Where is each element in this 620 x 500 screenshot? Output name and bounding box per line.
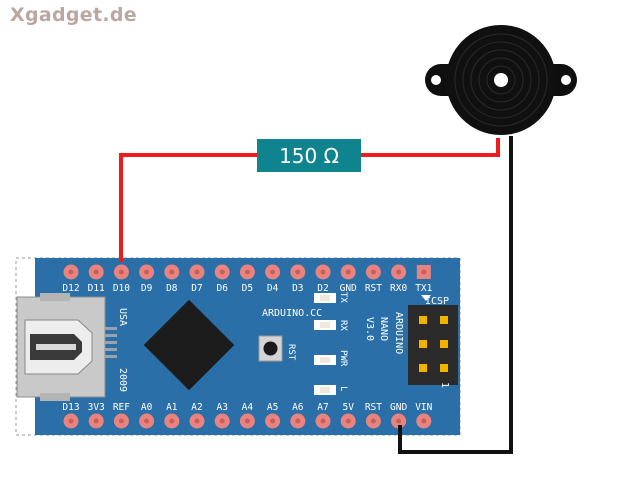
model-line-3: V3.0 <box>364 317 375 341</box>
top-pin-hole-10 <box>320 269 326 275</box>
bottom-pin-hole-0 <box>68 418 74 424</box>
top-pin-hole-5 <box>194 269 200 275</box>
led-l <box>314 385 336 395</box>
bottom-pin-label-7: A4 <box>242 402 254 413</box>
bottom-pin-hole-4 <box>169 418 175 424</box>
ground-wire <box>398 136 513 454</box>
top-pin-hole-4 <box>169 269 175 275</box>
resistor: 150 Ω <box>257 139 361 172</box>
led-label-tx: TX <box>338 292 348 303</box>
icsp-label: ICSP <box>425 296 449 307</box>
top-pin-label-4: D8 <box>166 283 178 294</box>
led-tx <box>314 293 336 303</box>
bottom-pin-hole-7 <box>244 418 250 424</box>
top-pin-hole-1 <box>93 269 99 275</box>
top-pin-label-10: D2 <box>317 283 328 294</box>
led-label-l: L <box>338 386 348 391</box>
icsp-header <box>408 305 458 385</box>
bottom-pin-label-8: A5 <box>267 402 278 413</box>
top-pin-hole-11 <box>345 269 351 275</box>
bottom-pin-label-1: 3V3 <box>88 402 105 413</box>
site-brand: Xgadget.de <box>10 4 137 26</box>
bottom-pin-hole-8 <box>270 418 276 424</box>
top-pin-label-11: GND <box>340 283 357 294</box>
top-pin-label-3: D9 <box>141 283 153 294</box>
microcontroller-chip <box>143 299 235 391</box>
reset-button[interactable] <box>258 335 283 362</box>
piezo-buzzer <box>425 25 577 135</box>
bottom-pin-hole-5 <box>194 418 200 424</box>
top-pin-label-12: RST <box>365 283 382 294</box>
bottom-pin-hole-13 <box>396 418 402 424</box>
resistor-label: 150 Ω <box>279 144 339 168</box>
bottom-pin-label-6: A3 <box>216 402 227 413</box>
arduino-nano-board <box>35 258 460 435</box>
board-year-label: 2009 <box>117 368 128 392</box>
top-pin-hole-13 <box>396 269 402 275</box>
bottom-pin-label-9: A6 <box>292 402 304 413</box>
bottom-pin-label-12: RST <box>365 402 382 413</box>
bottom-pin-hole-10 <box>320 418 326 424</box>
bottom-pin-header: D13 3V3 REF A0 A1 A2 A3 A4 A5 A6 A7 5V RST GND VIN <box>62 402 433 429</box>
top-pin-hole-12 <box>370 269 376 275</box>
top-pin-hole-7 <box>244 269 250 275</box>
top-pin-label-7: D5 <box>242 283 253 294</box>
top-pin-hole-6 <box>219 269 225 275</box>
top-pin-hole-8 <box>270 269 276 275</box>
bottom-pin-label-4: A1 <box>166 402 178 413</box>
usb-country-label: USA <box>117 308 128 326</box>
top-pin-label-2: D10 <box>113 283 130 294</box>
bottom-pin-hole-9 <box>295 418 301 424</box>
led-label-pwr: PWR <box>338 350 348 367</box>
icsp-pin-label: 1 <box>439 382 450 388</box>
bottom-pin-hole-3 <box>144 418 150 424</box>
model-line-1: ARDUINO <box>393 312 404 354</box>
bottom-pin-hole-2 <box>118 418 124 424</box>
bottom-pin-hole-1 <box>93 418 99 424</box>
bottom-pin-label-0: D13 <box>62 402 79 413</box>
model-line-2: NANO <box>378 317 389 341</box>
bottom-pin-label-11: 5V <box>342 402 354 413</box>
bottom-pin-hole-6 <box>219 418 225 424</box>
top-pin-label-9: D3 <box>292 283 303 294</box>
top-pin-hole-3 <box>144 269 150 275</box>
top-pin-hole-2 <box>118 269 124 275</box>
bottom-pin-hole-14 <box>421 418 427 424</box>
bottom-pin-label-14: VIN <box>415 402 432 413</box>
top-pin-hole-0 <box>68 269 74 275</box>
led-label-rx: RX <box>338 320 348 331</box>
top-pin-label-6: D6 <box>216 283 228 294</box>
bottom-pin-hole-11 <box>345 418 351 424</box>
top-pin-hole-14 <box>421 269 427 275</box>
bottom-pin-hole-12 <box>370 418 376 424</box>
bottom-pin-label-5: A2 <box>191 402 202 413</box>
icsp-arrow-icon <box>421 295 431 301</box>
top-pin-label-13: RX0 <box>390 283 407 294</box>
bottom-pin-label-2: REF <box>113 402 130 413</box>
top-pin-header: D12 D11 D10 D9 D8 D7 D6 D5 D4 D3 D2 GND RST RX0 TX1 <box>62 264 433 294</box>
reset-button-label: RST <box>286 344 296 361</box>
bottom-pin-label-3: A0 <box>141 402 153 413</box>
top-pin-label-0: D12 <box>62 283 79 294</box>
led-rx <box>314 320 336 330</box>
usb-connector <box>16 293 117 401</box>
top-pin-hole-9 <box>295 269 301 275</box>
top-pin-label-8: D4 <box>267 283 279 294</box>
board-name: ARDUINO.CC <box>262 308 322 319</box>
led-pwr <box>314 355 336 365</box>
bottom-pin-label-13: GND <box>390 402 407 413</box>
top-pin-label-14: TX1 <box>415 283 432 294</box>
top-pin-label-1: D11 <box>88 283 105 294</box>
bottom-pin-label-10: A7 <box>317 402 328 413</box>
top-pin-label-5: D7 <box>191 283 202 294</box>
